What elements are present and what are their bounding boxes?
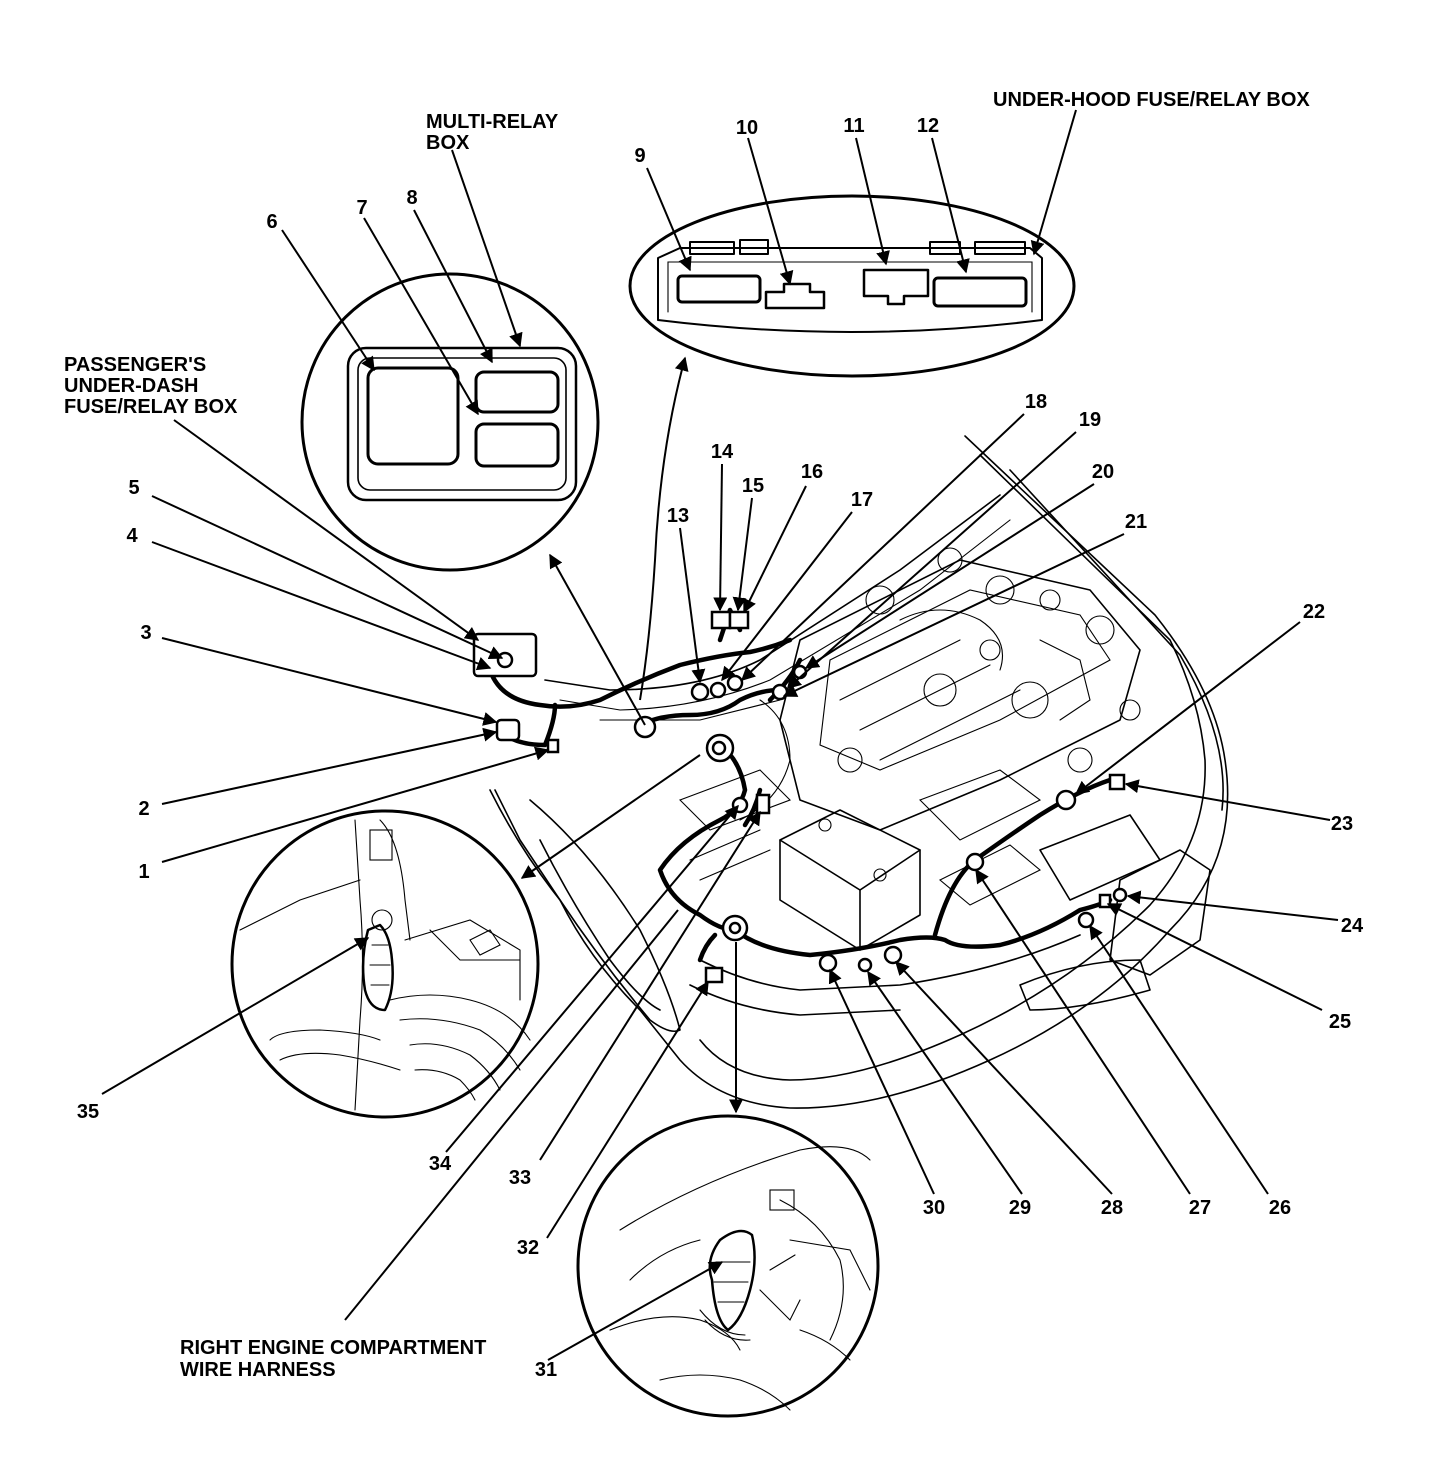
ref-number-19: 19 (1079, 409, 1101, 431)
ref-number-1: 1 (138, 861, 149, 883)
label-multi-relay-line2: BOX (426, 132, 470, 154)
ref-number-4: 4 (126, 525, 138, 547)
wire-harness (487, 607, 1113, 963)
ref-number-15: 15 (742, 475, 764, 497)
ref-number-13: 13 (667, 505, 689, 527)
ref-number-7: 7 (356, 197, 367, 219)
ref-number-34: 34 (429, 1153, 452, 1175)
detail-under-hood-fuse-box (628, 194, 1076, 378)
ref-number-22: 22 (1303, 601, 1325, 623)
ref-number-33: 33 (509, 1167, 531, 1189)
detail-connector-31 (576, 1114, 880, 1418)
detail-multi-relay-box (300, 272, 600, 572)
ref-number-5: 5 (128, 477, 139, 499)
ref-number-17: 17 (851, 489, 873, 511)
ref-number-20: 20 (1092, 461, 1114, 483)
ref-number-16: 16 (801, 461, 823, 483)
ref-number-31: 31 (535, 1359, 557, 1381)
ref-number-6: 6 (266, 211, 277, 233)
ref-number-26: 26 (1269, 1197, 1291, 1219)
leader-lines (101, 109, 1339, 1361)
detail-arrows (520, 356, 743, 1114)
callout-labels: UNDER-HOOD FUSE/RELAY BOX MULTI-RELAY BO… (64, 89, 1310, 1381)
ref-number-23: 23 (1331, 813, 1353, 835)
ref-number-3: 3 (140, 622, 151, 644)
ref-number-12: 12 (917, 115, 939, 137)
detail-connector-35 (230, 809, 540, 1119)
ref-number-14: 14 (711, 441, 734, 463)
ref-number-9: 9 (634, 145, 645, 167)
ref-number-10: 10 (736, 117, 758, 139)
ref-number-24: 24 (1341, 915, 1364, 937)
ref-number-27: 27 (1189, 1197, 1211, 1219)
label-right-engine-line2: WIRE HARNESS (180, 1359, 336, 1381)
ref-number-21: 21 (1125, 511, 1147, 533)
ref-number-28: 28 (1101, 1197, 1123, 1219)
label-under-hood-fuse-relay-box: UNDER-HOOD FUSE/RELAY BOX (993, 89, 1310, 111)
reference-numbers: 1 2 3 4 5 6 7 8 9 10 11 12 13 14 15 16 1… (77, 115, 1364, 1381)
label-multi-relay-line1: MULTI-RELAY (426, 111, 559, 133)
ref-number-29: 29 (1009, 1197, 1031, 1219)
ref-number-30: 30 (923, 1197, 945, 1219)
ref-number-25: 25 (1329, 1011, 1351, 1033)
label-passenger-line2: UNDER-DASH (64, 375, 198, 397)
ref-number-8: 8 (406, 187, 417, 209)
label-passenger-line3: FUSE/RELAY BOX (64, 396, 238, 418)
ref-number-2: 2 (138, 798, 149, 820)
ref-number-32: 32 (517, 1237, 539, 1259)
ref-number-11: 11 (843, 115, 864, 137)
label-right-engine-line1: RIGHT ENGINE COMPARTMENT (180, 1337, 486, 1359)
label-passenger-line1: PASSENGER'S (64, 354, 206, 376)
ref-number-35: 35 (77, 1101, 99, 1123)
ref-number-18: 18 (1025, 391, 1047, 413)
